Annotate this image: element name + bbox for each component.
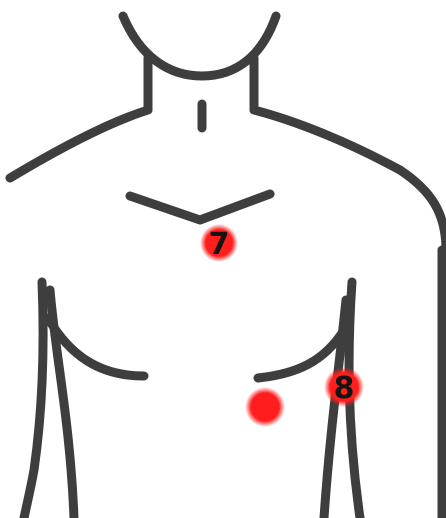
clavicle-outline [130,194,270,220]
acupoint-label: 7 [209,227,230,262]
acupoint-label: 8 [334,371,355,406]
right-neck-shoulder-outline [254,58,446,250]
left-arm-outer-outline [24,282,43,518]
acupoint-8: 8 [324,367,364,407]
acupoint-unlabeled [245,387,285,427]
acupoint-7: 7 [200,224,238,262]
right-pectoral-outline [258,330,344,378]
acupoint-marker [245,387,285,427]
left-neck-shoulder-outline [10,58,148,178]
